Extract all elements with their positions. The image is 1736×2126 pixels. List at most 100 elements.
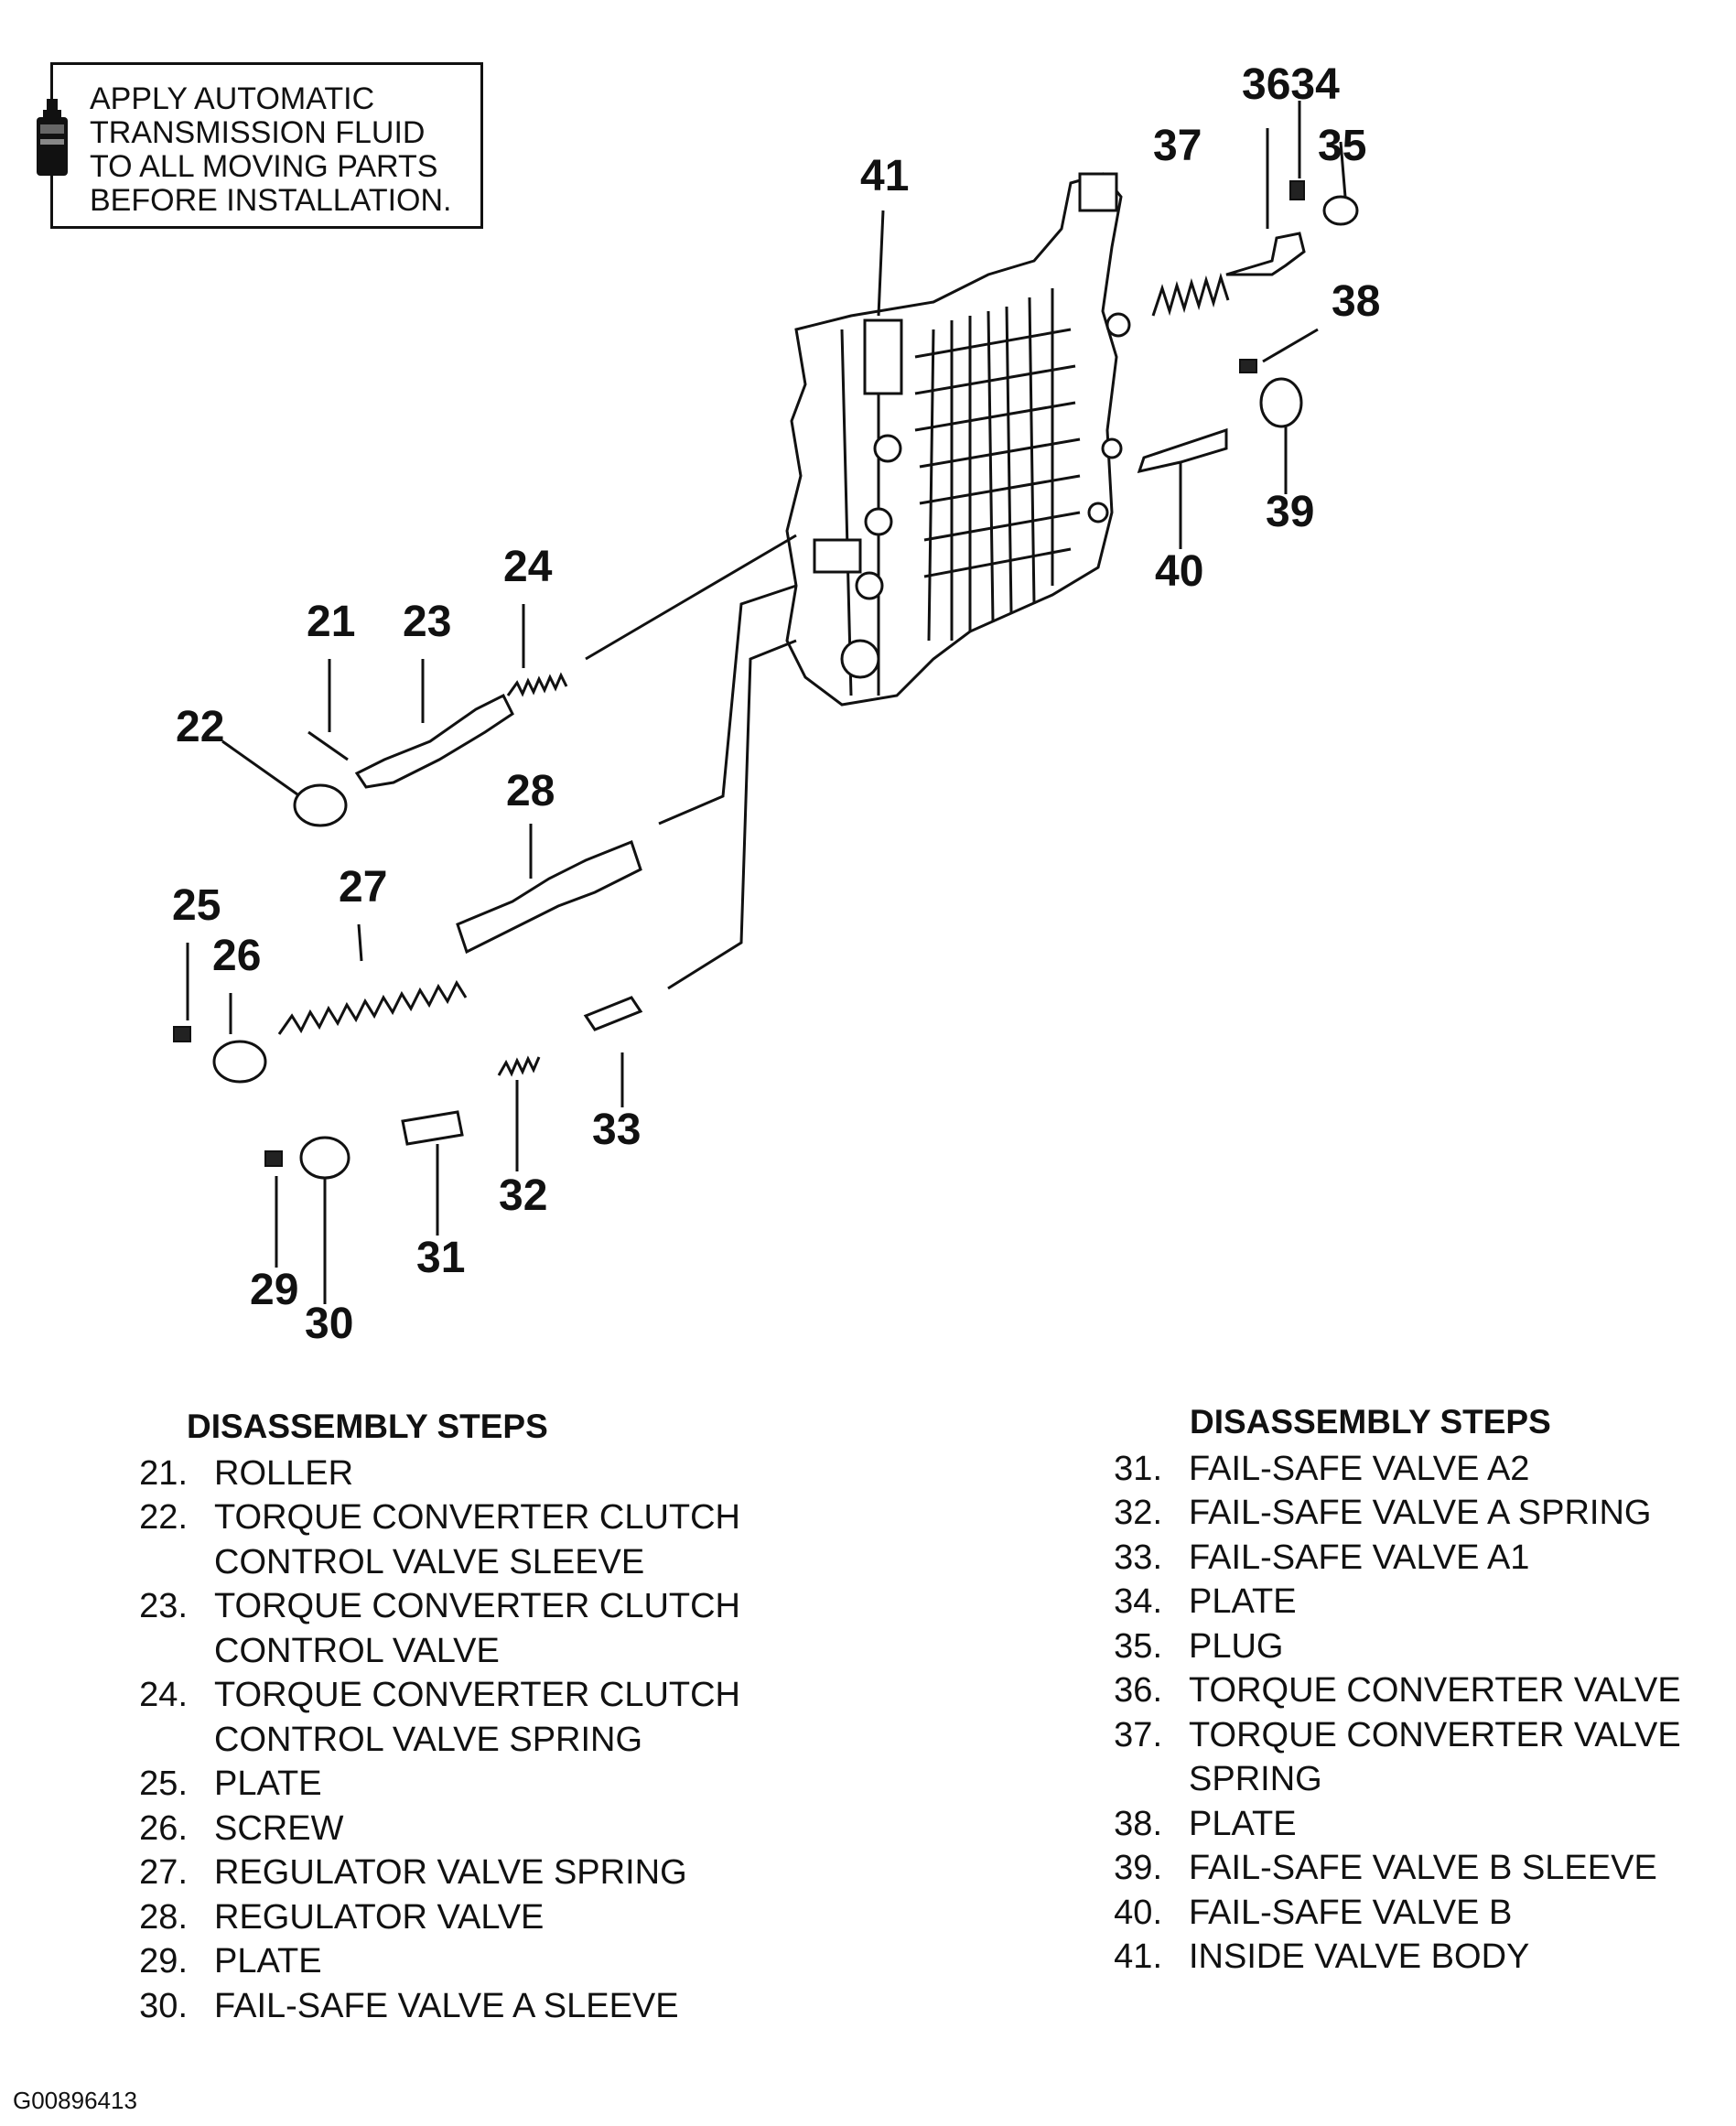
fluid-bottle-icon — [37, 99, 68, 176]
step-item: 26. SCREW — [102, 1807, 816, 1851]
callout-41: 41 — [860, 152, 909, 200]
step-label: TORQUE CONVERTER CLUTCH CONTROL VALVE — [214, 1587, 740, 1670]
step-item: 27.REGULATOR VALVE SPRING — [102, 1851, 816, 1895]
step-item: 38. PLATE — [1098, 1802, 1730, 1847]
inside-valve-body — [785, 172, 1131, 707]
figure-code: G00896413 — [13, 2087, 137, 2114]
step-number: 28. — [139, 1897, 188, 1937]
step-item: 35. PLUG — [1098, 1624, 1730, 1669]
callout-26: 26 — [212, 932, 261, 980]
step-label: PLATE — [1189, 1804, 1297, 1843]
step-item: 29. PLATE — [102, 1939, 816, 1984]
step-number: 22. — [139, 1498, 188, 1537]
step-label: ROLLER — [214, 1453, 354, 1493]
callout-33: 33 — [592, 1106, 641, 1154]
callout-32: 32 — [499, 1171, 547, 1220]
valve-body-exploded-diagram: 3634 37 35 41 38 39 40 24 21 23 22 28 25… — [172, 60, 1380, 1348]
callout-37: 37 — [1153, 122, 1202, 170]
callout-31: 31 — [416, 1234, 465, 1282]
note-line: TO ALL MOVING PARTS — [90, 149, 438, 184]
step-number: 34. — [1114, 1582, 1162, 1621]
fluid-note-text: APPLY AUTOMATIC TRANSMISSION FLUID TO AL… — [90, 82, 492, 218]
step-item: 41. INSIDE VALVE BODY — [1098, 1935, 1730, 1980]
step-number: 31. — [1114, 1449, 1162, 1488]
note-box-border-right — [480, 62, 483, 226]
step-number: 30. — [139, 1986, 188, 2025]
step-label: FAIL-SAFE VALVE B SLEEVE — [1189, 1849, 1657, 1887]
note-line: APPLY AUTOMATIC — [90, 81, 375, 116]
step-label: TORQUE CONVERTER CLUTCH CONTROL VALVE SP… — [214, 1676, 740, 1759]
callout-21: 21 — [307, 598, 355, 646]
disassembly-steps-left: DISASSEMBLY STEPS 21. ROLLER 22. TORQUE CO… — [102, 1405, 816, 2028]
note-line: TRANSMISSION FLUID — [90, 115, 426, 150]
step-number: 32. — [1114, 1494, 1162, 1532]
step-number: 21. — [139, 1453, 188, 1493]
callout-25: 25 — [172, 881, 221, 930]
callout-24: 24 — [503, 543, 553, 591]
callout-30: 30 — [305, 1300, 353, 1348]
callout-35: 35 — [1318, 122, 1366, 170]
step-number: 40. — [1114, 1893, 1162, 1932]
callout-40: 40 — [1155, 547, 1203, 596]
step-label: FAIL-SAFE VALVE A SPRING — [1189, 1494, 1652, 1532]
step-item: 37. TORQUE CONVERTER VALVE SPRING — [1098, 1713, 1730, 1802]
note-box-border-top — [53, 62, 483, 65]
step-item: 30. FAIL-SAFE VALVE A SLEEVE — [102, 1984, 816, 2029]
step-number: 23. — [139, 1587, 188, 1625]
step-number: 38. — [1114, 1804, 1162, 1843]
callout-numbers: 3634 37 35 41 38 39 40 24 21 23 22 28 25… — [172, 60, 1380, 1348]
step-number: 35. — [1114, 1626, 1162, 1666]
step-item: 22. TORQUE CONVERTER CLUTCH CONTROL VALVE… — [102, 1495, 816, 1584]
step-number: 39. — [1114, 1849, 1162, 1887]
step-item: 39. FAIL-SAFE VALVE B SLEEVE — [1098, 1846, 1730, 1891]
step-number: 33. — [1114, 1538, 1162, 1577]
step-label: REGULATOR VALVE SPRING — [214, 1853, 687, 1892]
callout-38: 38 — [1332, 277, 1380, 326]
step-number: 29. — [139, 1942, 188, 1980]
steps-heading: DISASSEMBLY STEPS — [1190, 1403, 1551, 1441]
step-label: FAIL-SAFE VALVE A SLEEVE — [214, 1986, 679, 2025]
note-line: BEFORE INSTALLATION. — [90, 183, 452, 218]
step-item: 40. FAIL-SAFE VALVE B — [1098, 1891, 1730, 1936]
step-label: REGULATOR VALVE — [214, 1897, 545, 1937]
step-label: INSIDE VALVE BODY — [1189, 1937, 1530, 1976]
step-item: 24. TORQUE CONVERTER CLUTCH CONTROL VALVE… — [102, 1673, 816, 1762]
leader-lines — [186, 101, 1347, 1304]
step-item: 34. PLATE — [1098, 1580, 1730, 1624]
callout-29: 29 — [250, 1266, 298, 1314]
step-item: 31. FAIL-SAFE VALVE A2 — [1098, 1447, 1730, 1492]
step-label: TORQUE CONVERTER VALVE SPRING — [1189, 1715, 1681, 1799]
step-label: FAIL-SAFE VALVE A2 — [1189, 1449, 1530, 1488]
step-number: 24. — [139, 1676, 188, 1714]
step-label: PLUG — [1189, 1626, 1284, 1666]
disassembly-steps-right: DISASSEMBLY STEPS 31.FAIL-SAFE VALVE A2 … — [1098, 1400, 1730, 1980]
step-item: 36. TORQUE CONVERTER VALVE — [1098, 1668, 1730, 1713]
step-item: 33. FAIL-SAFE VALVE A1 — [1098, 1536, 1730, 1581]
steps-heading: DISASSEMBLY STEPS — [187, 1408, 548, 1445]
step-label: PLATE — [1189, 1582, 1297, 1621]
step-number: 26. — [139, 1808, 188, 1848]
step-number: 36. — [1114, 1671, 1162, 1710]
step-item: 21. ROLLER — [102, 1452, 816, 1496]
step-number: 25. — [139, 1764, 188, 1803]
callout-23: 23 — [403, 598, 451, 646]
callout-39: 39 — [1266, 488, 1314, 536]
step-label: PLATE — [214, 1764, 322, 1803]
step-label: FAIL-SAFE VALVE A1 — [1189, 1538, 1530, 1577]
callout-28: 28 — [506, 767, 555, 815]
step-label: PLATE — [214, 1942, 322, 1980]
step-item: 25. PLATE — [102, 1762, 816, 1807]
step-label: TORQUE CONVERTER VALVE — [1189, 1671, 1681, 1710]
step-item: 28. REGULATOR VALVE — [102, 1895, 816, 1940]
step-item: 32. FAIL-SAFE VALVE A SPRING — [1098, 1491, 1730, 1536]
step-item: 23. TORQUE CONVERTER CLUTCH CONTROL VALVE — [102, 1584, 816, 1673]
step-label: FAIL-SAFE VALVE B — [1189, 1893, 1513, 1932]
valve-parts — [173, 180, 1359, 1180]
step-number: 41. — [1114, 1937, 1162, 1976]
step-label: TORQUE CONVERTER CLUTCH CONTROL VALVE SL… — [214, 1498, 740, 1581]
callout-27: 27 — [339, 863, 387, 912]
callout-22: 22 — [176, 703, 224, 751]
step-label: SCREW — [214, 1808, 344, 1848]
callout-3634: 3634 — [1242, 60, 1340, 109]
step-number: 37. — [1114, 1715, 1162, 1754]
